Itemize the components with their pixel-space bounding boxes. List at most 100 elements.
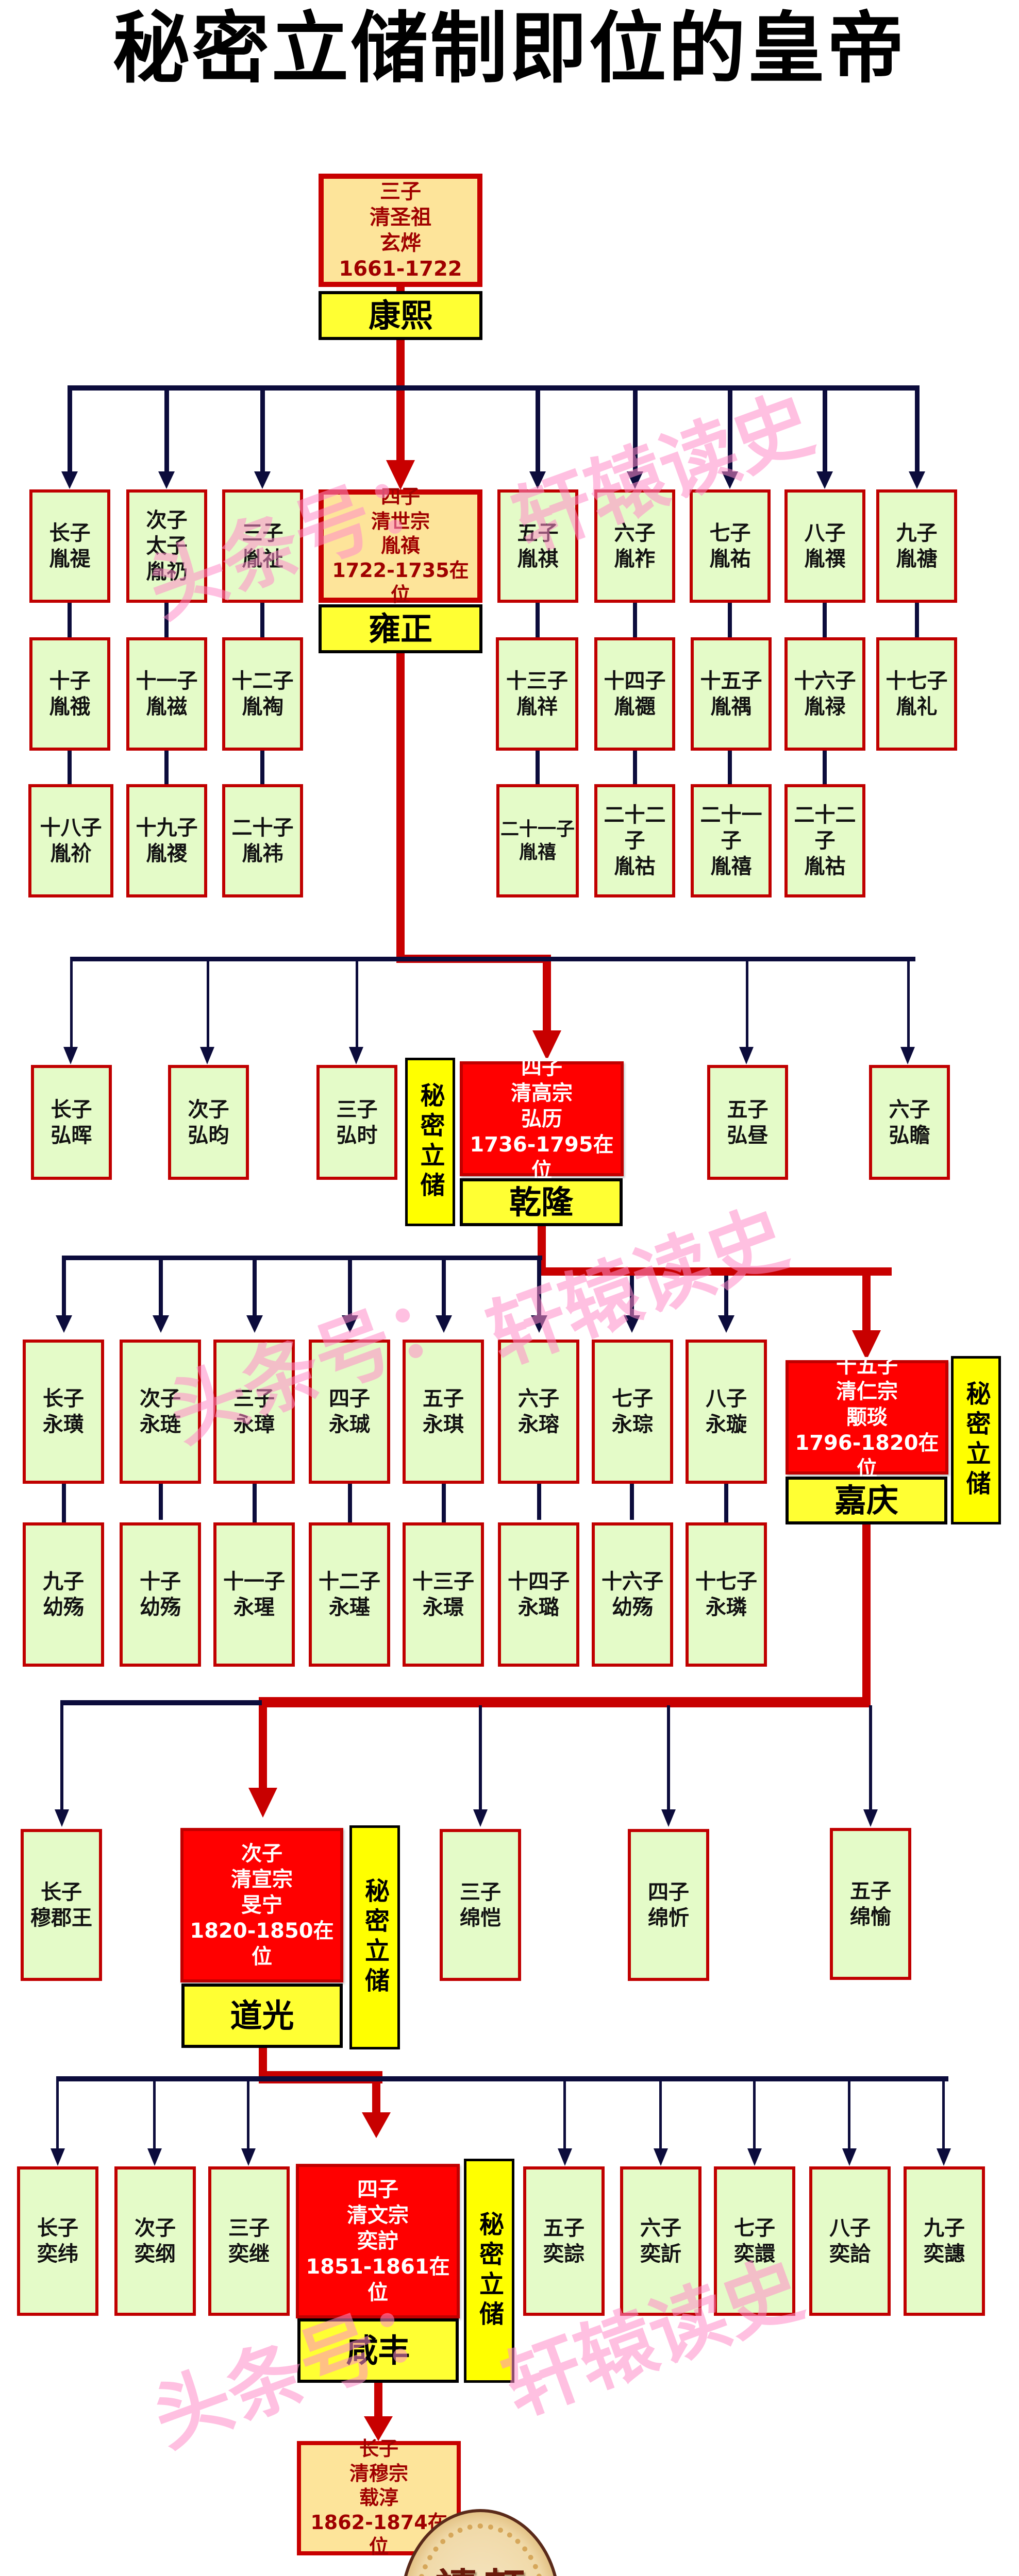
succession-line xyxy=(538,1267,892,1276)
emperor-box-xianfeng: 四子 清文宗 奕詝 1851-1861在位 xyxy=(296,2164,460,2318)
son-box: 八子 永璇 xyxy=(686,1340,767,1484)
drop-line xyxy=(728,385,732,473)
drop-line xyxy=(915,385,920,473)
son-box: 三子 胤祉 xyxy=(222,489,303,603)
drop-line xyxy=(356,957,358,1049)
son-box: 十三子 永璟 xyxy=(403,1522,484,1667)
drop-line xyxy=(563,2076,566,2151)
era-badge-qianlong: 乾隆 xyxy=(460,1178,623,1226)
arrow-down-icon xyxy=(51,2148,65,2166)
row-connector xyxy=(724,1484,728,1522)
row-connector xyxy=(823,750,827,786)
son-box: 十一子 胤禌 xyxy=(126,637,207,751)
son-box: 次子 弘昀 xyxy=(168,1065,249,1180)
emperor-box-jiaqing: 十五子 清仁宗 颙琰 1796-1820在位 xyxy=(786,1354,948,1481)
arrow-down-icon xyxy=(55,1809,69,1827)
arrow-down-icon xyxy=(900,1047,915,1064)
arrow-down-icon xyxy=(722,471,738,489)
son-box: 十一子 永瑆 xyxy=(213,1522,295,1667)
arrow-down-icon xyxy=(349,1047,363,1064)
son-box: 长子 胤禔 xyxy=(29,489,110,603)
son-box: 三子 弘时 xyxy=(316,1065,397,1180)
son-box: 二十一 子 胤禧 xyxy=(691,784,772,897)
son-box: 十三子 胤祥 xyxy=(496,637,578,751)
arrow-down-icon xyxy=(529,471,546,489)
son-box: 九子 胤禟 xyxy=(876,489,957,603)
son-box: 十八子 胤祄 xyxy=(28,784,113,897)
son-box: 五子 弘昼 xyxy=(707,1065,788,1180)
drop-line xyxy=(942,2076,945,2151)
drop-line xyxy=(70,957,73,1049)
drop-line xyxy=(260,385,265,473)
logo-char: 讀 xyxy=(432,2556,480,2576)
drop-line xyxy=(56,2076,59,2151)
sibling-connector xyxy=(57,2076,948,2081)
drop-line xyxy=(479,1705,482,1814)
row-connector xyxy=(164,750,169,786)
logo-characters: 讀 軒 史 轅 xyxy=(404,2512,557,2576)
drop-line xyxy=(746,957,748,1049)
sibling-connector xyxy=(63,1256,542,1260)
arrow-down-icon xyxy=(909,471,925,489)
era-badge-jiaqing: 嘉庆 xyxy=(786,1477,947,1524)
arrow-down-icon xyxy=(473,1809,488,1827)
son-box: 二十二 子 胤祜 xyxy=(594,784,675,897)
drop-line xyxy=(659,2076,662,2151)
drop-line xyxy=(907,957,910,1049)
son-box: 五子 永琪 xyxy=(403,1340,484,1484)
era-badge-daoguang: 道光 xyxy=(181,1984,343,2048)
son-box: 八子 奕詥 xyxy=(809,2166,891,2316)
drop-line xyxy=(442,1256,446,1317)
drop-line xyxy=(630,1276,634,1317)
son-box: 十六子 幼殇 xyxy=(592,1522,673,1667)
arrow-down-icon xyxy=(63,1047,78,1064)
son-box: 九子 幼殇 xyxy=(23,1522,104,1667)
succession-line xyxy=(259,1697,267,1790)
drop-line xyxy=(667,1705,670,1814)
row-connector xyxy=(537,1484,541,1520)
arrow-down-icon xyxy=(863,1809,878,1827)
succession-arrow xyxy=(364,2416,393,2441)
row-connector xyxy=(348,1484,352,1522)
brand-logo: 讀 軒 史 轅 xyxy=(400,2509,560,2576)
son-box: 六子 弘瞻 xyxy=(869,1065,950,1180)
arrow-down-icon xyxy=(531,1315,547,1333)
son-box: 三子 奕继 xyxy=(208,2166,290,2316)
succession-arrow xyxy=(532,1030,561,1060)
succession-arrow xyxy=(386,460,415,490)
arrow-down-icon xyxy=(436,1315,452,1333)
row-connector xyxy=(68,603,72,639)
row-connector xyxy=(536,750,540,786)
son-box: 三子 永璋 xyxy=(213,1340,295,1484)
succession-line xyxy=(396,653,405,962)
drop-line xyxy=(823,385,827,473)
row-connector xyxy=(442,1484,446,1522)
arrow-down-icon xyxy=(739,1047,754,1064)
son-box: 十四子 胤禵 xyxy=(594,637,675,751)
son-box: 长子 弘晖 xyxy=(31,1065,112,1180)
son-box: 十七子 永璘 xyxy=(686,1522,767,1667)
son-box: 十二子 永璂 xyxy=(309,1522,390,1667)
arrow-down-icon xyxy=(56,1315,72,1333)
succession-line xyxy=(372,2071,380,2123)
secret-succession-tag: 秘密立储 xyxy=(464,2159,514,2383)
drop-line xyxy=(164,385,169,473)
drop-line xyxy=(60,1700,63,1814)
arrow-down-icon xyxy=(624,1315,640,1333)
son-box: 五子 胤祺 xyxy=(497,489,578,603)
son-box: 八子 胤禩 xyxy=(784,489,865,603)
son-box: 次子 永琏 xyxy=(120,1340,201,1484)
arrow-down-icon xyxy=(246,1315,263,1333)
son-box: 十四子 永璐 xyxy=(498,1522,579,1667)
row-connector xyxy=(253,1484,257,1522)
son-box: 十七子 胤礼 xyxy=(876,637,957,751)
row-connector xyxy=(633,603,637,639)
arrow-down-icon xyxy=(254,471,271,489)
son-box: 六子 永瑢 xyxy=(498,1340,579,1484)
emperor-box-qianlong: 四子 清高宗 弘历 1736-1795在位 xyxy=(460,1056,624,1182)
drop-line xyxy=(153,2076,156,2151)
logo-char: 軒 xyxy=(480,2556,529,2576)
arrow-down-icon xyxy=(241,2148,256,2166)
son-box: 三子 绵恺 xyxy=(440,1829,521,1981)
arrow-down-icon xyxy=(200,1047,214,1064)
